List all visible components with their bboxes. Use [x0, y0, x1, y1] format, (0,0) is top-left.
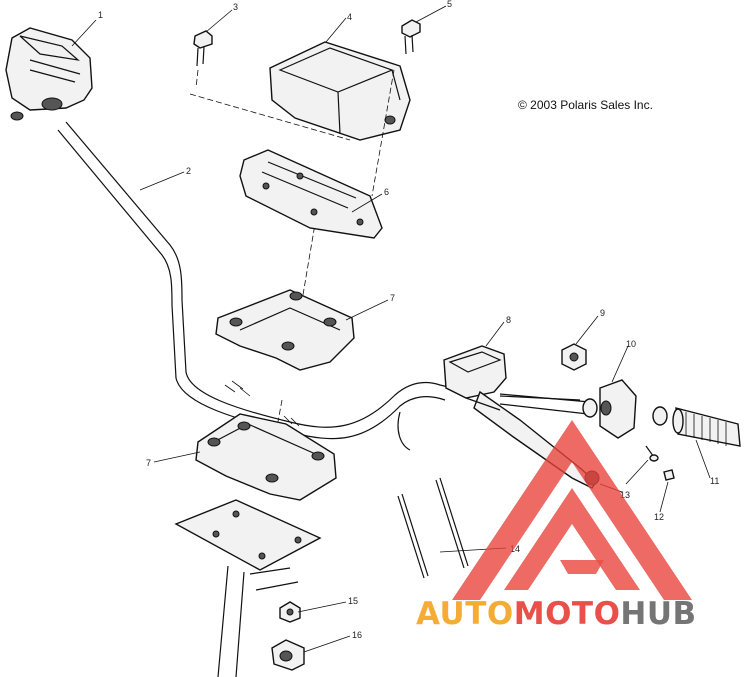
watermark-triangle-icon	[452, 420, 692, 600]
nut	[279, 601, 301, 623]
callout-5: 5	[447, 0, 452, 9]
svg-text:AUTOMOTOHUB: AUTOMOTOHUB	[416, 596, 697, 632]
copyright-notice: © 2003 Polaris Sales Inc.	[518, 98, 653, 112]
spacer-nut	[561, 343, 587, 371]
callout-1: 1	[98, 10, 103, 20]
upper-clamp	[215, 289, 355, 371]
callout-16: 16	[352, 630, 362, 640]
leader-lines	[71, 5, 711, 653]
callout-10: 10	[626, 339, 636, 349]
screw-12	[663, 469, 675, 481]
callout-13: 13	[620, 490, 630, 500]
callout-3: 3	[233, 2, 238, 12]
right-handlebar-end	[499, 393, 598, 418]
watermark-moto: MOTO	[514, 596, 621, 632]
left-switch-housing	[5, 27, 93, 121]
callout-8: 8	[506, 315, 511, 325]
callout-7-upper: 7	[390, 293, 395, 303]
grip	[652, 406, 741, 447]
cable-ties	[397, 477, 469, 579]
cable-clip	[271, 639, 305, 671]
callout-6: 6	[384, 187, 389, 197]
screw-13	[645, 445, 659, 462]
callout-14: 14	[510, 544, 520, 554]
callout-15: 15	[348, 596, 358, 606]
callout-9: 9	[600, 308, 605, 318]
watermark-auto: AUTO	[416, 596, 514, 632]
bolt-3	[193, 30, 213, 89]
bolt-5	[371, 19, 421, 197]
clamp-plate	[239, 149, 383, 239]
watermark-hub: HUB	[620, 596, 696, 632]
callout-7-lower: 7	[146, 458, 151, 468]
callout-4: 4	[347, 12, 352, 22]
steering-post	[217, 565, 299, 677]
callout-12: 12	[654, 512, 664, 522]
lower-clamp	[195, 413, 337, 501]
automotohub-watermark: AUTOMOTOHUB	[416, 420, 697, 632]
callout-11: 11	[710, 476, 719, 486]
clamp-cover	[269, 41, 411, 141]
mount-plate	[174, 499, 322, 571]
throttle-housing	[599, 379, 637, 439]
callout-2: 2	[186, 166, 191, 176]
